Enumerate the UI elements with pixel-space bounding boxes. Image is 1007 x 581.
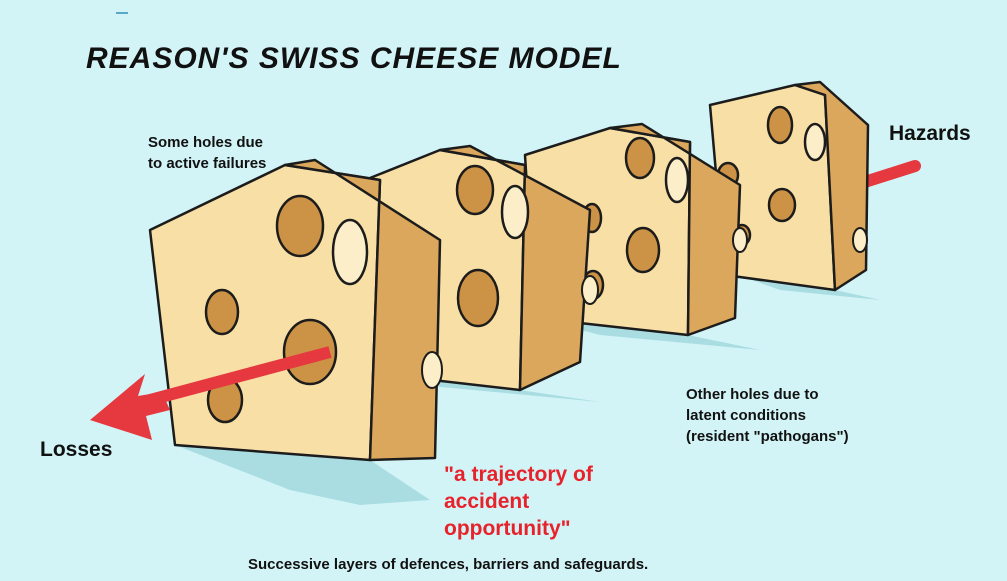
arrowhead-icon (90, 374, 170, 440)
trajectory-quote: "a trajectory of accident opportunity" (444, 463, 593, 540)
hazards-label: Hazards (889, 122, 971, 145)
diagram-title: REASON'S SWISS CHEESE MODEL (86, 42, 622, 75)
active-failures-note: Some holes due to active failures (148, 134, 267, 172)
latent-conditions-note: Other holes due to latent conditions (re… (686, 386, 849, 445)
corner-mark (116, 12, 128, 14)
trajectory-arrow-exit (148, 346, 332, 406)
caption: Successive layers of defences, barriers … (248, 556, 649, 573)
losses-label: Losses (40, 438, 113, 461)
